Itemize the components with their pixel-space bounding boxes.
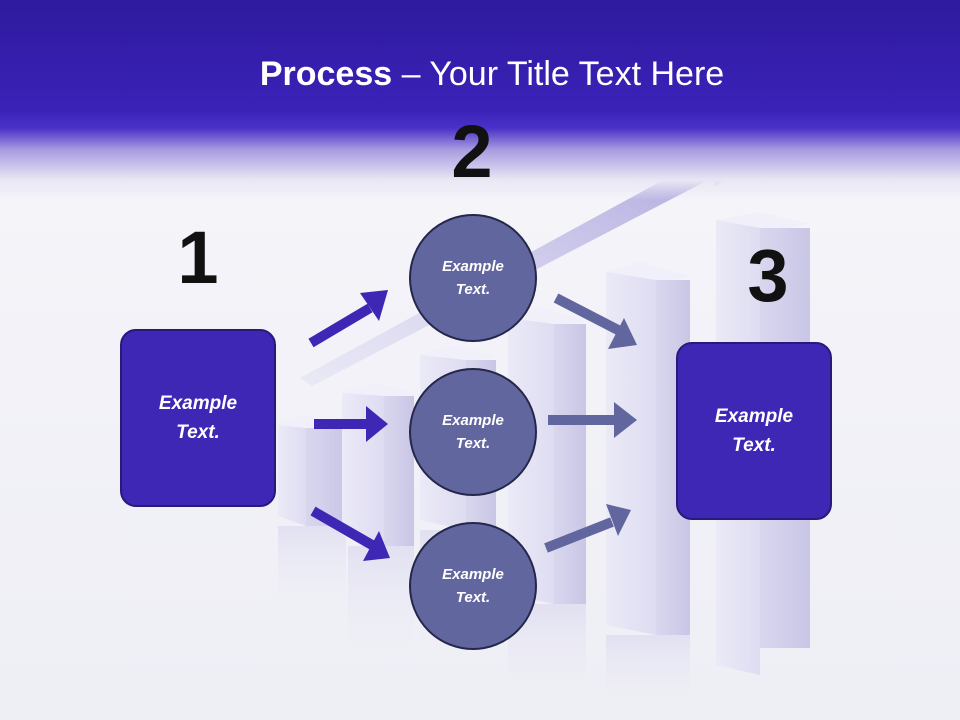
circle-bottom: Example Text. bbox=[409, 522, 537, 650]
right-process-box: Example Text. bbox=[676, 342, 832, 520]
circle-top-text: Example Text. bbox=[442, 258, 504, 298]
circle-top: Example Text. bbox=[409, 214, 537, 342]
step-number-3: 3 bbox=[747, 234, 789, 317]
step-number-1: 1 bbox=[177, 216, 219, 299]
step-number-2: 2 bbox=[451, 110, 493, 193]
left-box-text: Example Text. bbox=[158, 393, 238, 443]
slide-title: Process – Your Title Text Here bbox=[0, 54, 960, 94]
title-rest: – Your Title Text Here bbox=[392, 55, 725, 93]
arrow-circle3-to-box3 bbox=[544, 504, 631, 553]
arrow-circle1-to-box3 bbox=[553, 293, 637, 349]
circle-bottom-text: Example Text. bbox=[442, 566, 504, 606]
right-box-text: Example Text. bbox=[714, 406, 794, 456]
arrow-box1-to-circle1 bbox=[308, 290, 388, 348]
header-band bbox=[0, 0, 960, 200]
circle-middle-text: Example Text. bbox=[442, 412, 504, 452]
arrow-box1-to-circle3 bbox=[310, 506, 390, 561]
circle-middle: Example Text. bbox=[409, 368, 537, 496]
arrow-circle2-to-box3 bbox=[548, 402, 637, 438]
title-bold: Process bbox=[259, 55, 393, 93]
left-process-box: Example Text. bbox=[120, 329, 276, 507]
arrow-box1-to-circle2 bbox=[314, 406, 388, 442]
